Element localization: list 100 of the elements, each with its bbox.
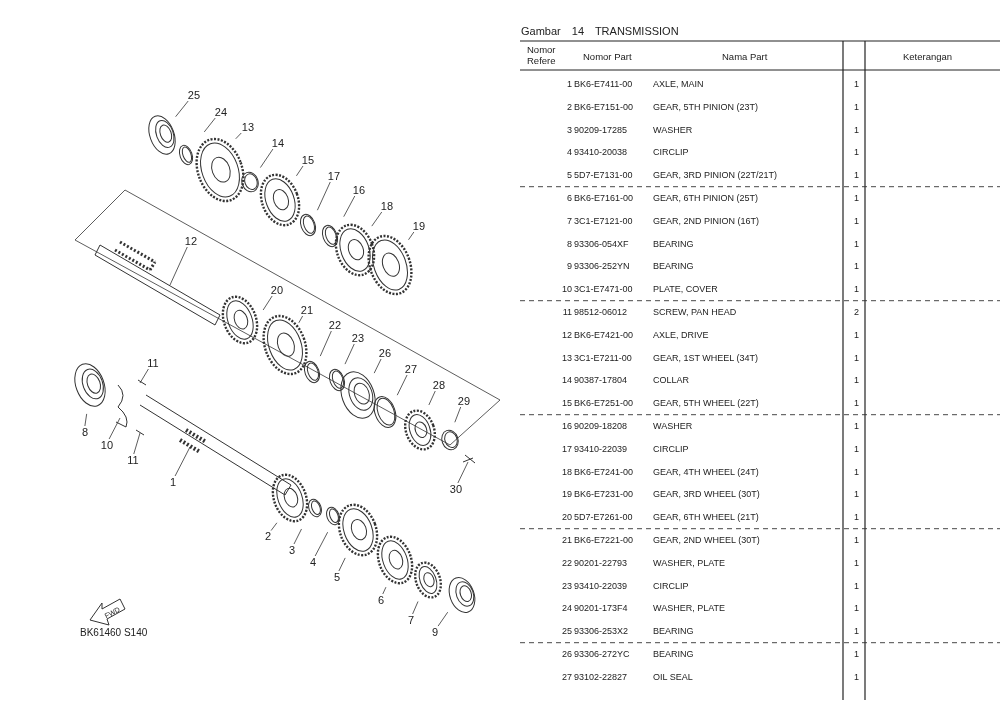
callout-number: 19 [410,220,428,232]
part-name: WASHER, PLATE [653,557,725,569]
part-name: GEAR, 4TH WHEEL (24T) [653,466,759,478]
callout-number: 18 [378,200,396,212]
reference-number: 13 [561,352,572,364]
callout-number: 12 [182,235,200,247]
quantity: 1 [854,443,859,455]
reference-number: 16 [561,421,572,432]
callout-number: 27 [402,363,420,375]
callout-number: 11 [124,454,142,466]
leader-line [174,446,191,477]
leader-line [314,531,329,557]
part-name: AXLE, DRIVE [653,329,709,341]
quantity: 1 [854,261,859,273]
part-number: 3C1-E7471-00 [574,284,633,296]
callout-number: 16 [350,184,368,196]
callout-number: 21 [298,304,316,316]
part-name: WASHER [653,421,693,432]
reference-number: 18 [561,466,572,478]
leader-line [319,330,332,357]
quantity: 1 [854,557,859,569]
part-name: BEARING [653,238,694,250]
quantity: 1 [854,193,859,204]
reference-number: 26 [561,649,572,660]
quantity: 2 [854,307,859,318]
reference-number: 20 [561,512,572,524]
quantity: 1 [854,375,859,387]
leader-line [382,586,387,595]
reference-number: 9 [566,261,572,273]
part-number: 5D7-E7261-00 [574,512,633,524]
leader-line [428,390,436,406]
part-name: CIRCLIP [653,580,689,592]
leader-line [270,522,278,531]
callout-number: 10 [98,439,116,451]
part-number: 90201-173F4 [574,603,628,615]
callout-number: 17 [325,170,343,182]
quantity: 1 [854,512,859,524]
part-name: BEARING [653,261,694,273]
quantity: 1 [854,284,859,296]
part-number: BK6-E7151-00 [574,101,634,113]
part-name: GEAR, 6TH WHEEL (21T) [653,512,759,524]
callout-number: 20 [268,284,286,296]
column-header: Keterangan [903,51,953,62]
leader-line [371,211,383,227]
quantity: 1 [854,466,859,478]
callout-number: 25 [185,89,203,101]
callout-number: 6 [375,594,387,606]
part-number: BK6-E7251-00 [574,398,634,410]
part-name: AXLE, MAIN [653,79,704,90]
quantity: 1 [854,489,859,501]
leader-line [84,413,88,427]
callout-number: 7 [405,614,417,626]
callout-number: 2 [262,530,274,542]
part-number: BK6-E7241-00 [574,466,634,478]
part-number: 93410-22039 [574,580,628,592]
callout-number: 5 [331,571,343,583]
leader-line [317,181,331,211]
quantity: 1 [854,421,859,432]
quantity: 1 [854,671,859,683]
part-name: SCREW, PAN HEAD [653,307,737,318]
callout-number: 28 [430,379,448,391]
reference-number: 15 [561,398,572,410]
part-number: 90209-18208 [574,421,628,432]
leader-line [338,557,346,572]
part-name: GEAR, 3RD WHEEL (30T) [653,489,760,501]
leader-line [412,601,419,615]
quantity: 1 [854,101,859,113]
leader-line [437,611,449,627]
quantity: 1 [854,535,859,546]
callout-number: 14 [269,137,287,149]
leader-line [235,132,242,140]
quantity: 1 [854,398,859,410]
quantity: 1 [854,215,859,227]
part-name: GEAR, 2ND PINION (16T) [653,215,760,227]
callout-number: 11 [144,357,162,369]
callout-number: 15 [299,154,317,166]
callout-number: 1 [167,476,179,488]
leader-line [108,417,121,440]
leader-line [396,374,408,396]
part-name: WASHER, PLATE [653,603,725,615]
part-name: GEAR, 5TH PINION (23T) [653,101,759,113]
reference-number: 2 [566,101,572,113]
part-name: COLLAR [653,375,689,387]
callout-number: 30 [447,483,465,495]
part-number: 90387-17804 [574,375,628,387]
column-header: Nomor Part [583,51,632,62]
callout-number: 13 [239,121,257,133]
part-name: GEAR, 1ST WHEEL (34T) [653,352,759,364]
reference-number: 5 [566,170,572,182]
part-number: BK6-E7411-00 [574,79,633,90]
callout-number: 8 [79,426,91,438]
part-name: CIRCLIP [653,147,689,159]
reference-number: 8 [566,238,572,250]
part-name: GEAR, 5TH WHEEL (22T) [653,398,759,410]
part-number: 90201-22793 [574,557,628,569]
part-name: OIL SEAL [653,671,693,683]
column-header: Nomor Refere [527,44,557,66]
reference-number: 6 [566,193,572,204]
reference-number: 3 [566,124,572,136]
leader-line [139,368,149,384]
